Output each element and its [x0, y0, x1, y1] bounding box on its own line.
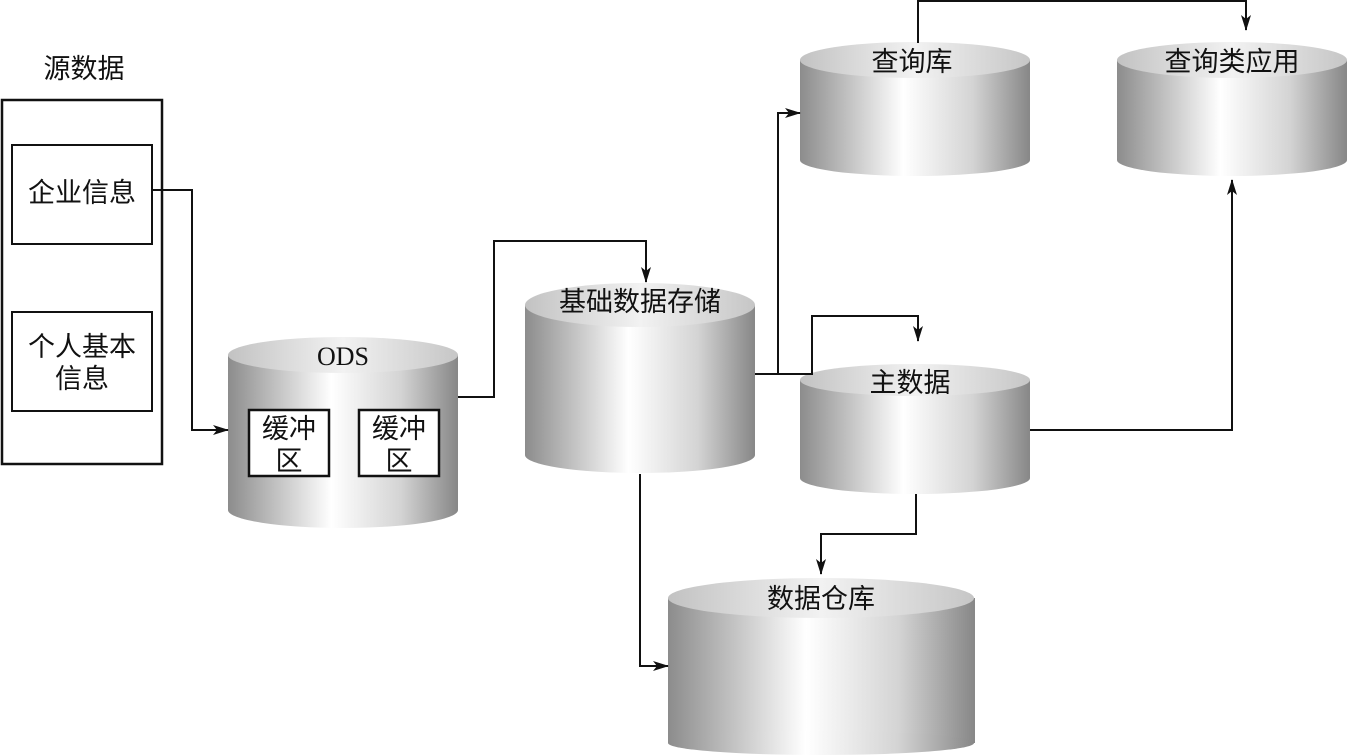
- basic-storage-label: 基础数据存储: [559, 287, 721, 318]
- source-personal-label-line1: 个人基本: [28, 332, 136, 363]
- arrow-master-to-query-app: [1030, 179, 1237, 431]
- arrow-basic-to-warehouse: [639, 474, 669, 671]
- source-personal-box: [11, 311, 153, 412]
- query-db-cylinder: [800, 42, 1030, 176]
- query-app-label: 查询类应用: [1165, 47, 1300, 78]
- master-data-cylinder: [800, 364, 1030, 494]
- ods-label: ODS: [317, 342, 369, 371]
- master-data-label: 主数据: [870, 368, 951, 399]
- basic-storage-cylinder: [525, 283, 755, 473]
- source-enterprise-box: [11, 144, 153, 245]
- data-warehouse-label: 数据仓库: [767, 584, 875, 615]
- arrow-basic-to-master-data: [778, 315, 923, 375]
- ods-buffer-1-line2: 区: [276, 446, 303, 477]
- ods-buffer-box-2: [357, 408, 441, 478]
- source-title: 源数据: [44, 54, 125, 85]
- data-warehouse-cylinder: [668, 578, 975, 755]
- ods-buffer-box-1: [247, 408, 331, 478]
- arrow-query-db-to-query-app: [917, 0, 1251, 43]
- query-app-cylinder: [1117, 42, 1347, 176]
- source-personal-label-line2: 信息: [55, 364, 109, 395]
- arrow-ods-to-basic-storage: [458, 240, 651, 398]
- ods-buffer-1-line1: 缓冲: [262, 414, 316, 445]
- arrow-source-to-ods: [152, 189, 229, 435]
- arrow-master-to-warehouse: [816, 494, 917, 575]
- ods-buffer-2-line2: 区: [386, 446, 413, 477]
- source-enterprise-label: 企业信息: [28, 178, 136, 209]
- ods-buffer-2-line1: 缓冲: [372, 414, 426, 445]
- arrow-basic-to-query-db: [755, 108, 801, 375]
- query-db-label: 查询库: [872, 47, 953, 78]
